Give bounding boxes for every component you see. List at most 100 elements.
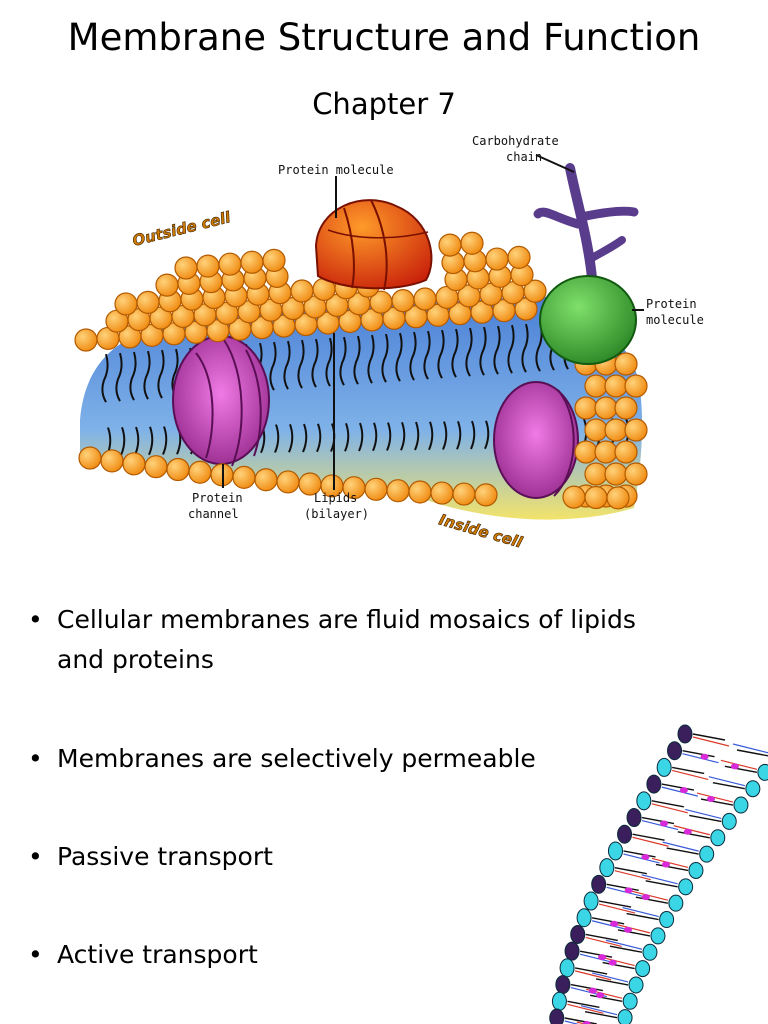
label-carbohydrate-2: chain <box>506 150 542 164</box>
bilayer-dot <box>623 926 632 933</box>
label-carbohydrate-1: Carbohydrate <box>472 134 559 148</box>
bilayer-dot <box>661 861 670 868</box>
bilayer-tail <box>579 950 613 958</box>
lipid-head <box>584 485 608 510</box>
lipid-head <box>594 440 618 464</box>
bilayer-head <box>591 874 607 894</box>
bilayer-tail <box>651 857 689 869</box>
protein-channel-right <box>493 381 579 499</box>
lipid-tail <box>437 329 445 379</box>
bilayer-tail <box>626 912 659 921</box>
bilayer-head <box>636 791 652 811</box>
bilayer-tail <box>692 736 730 747</box>
bilayer-tail <box>632 833 665 841</box>
bilayer-tail <box>682 750 715 758</box>
lipid-head <box>584 374 608 398</box>
lipid-tail <box>367 334 375 384</box>
bilayer-tail <box>622 906 659 918</box>
bilayer-tail <box>655 863 689 872</box>
membrane-diagram: Carbohydrate chain Protein molecule Prot… <box>74 134 704 552</box>
lipid-tail <box>101 353 109 403</box>
bullet-item: • Cellular membranes are fluid mosaics o… <box>28 600 708 680</box>
lipid-head <box>604 462 628 486</box>
bilayer-tail <box>696 792 734 803</box>
lipid-head <box>584 418 608 442</box>
bilayer-tail <box>672 766 705 775</box>
bilayer-tail <box>606 886 643 897</box>
bilayer-head <box>599 858 615 878</box>
bilayer-illustration <box>549 724 768 1024</box>
bilayer-tail <box>564 1017 597 1024</box>
bilayer-head <box>628 976 644 994</box>
lipid-tail <box>479 326 487 376</box>
bilayer-tail <box>614 866 647 875</box>
bilayer-tail <box>574 967 608 975</box>
bilayer-tail <box>641 874 678 885</box>
bilayer-tail <box>570 983 603 992</box>
bilayer-tail <box>712 782 745 790</box>
bilayer-dot <box>596 992 605 999</box>
bilayer-tail <box>585 933 618 942</box>
lipid-head <box>606 486 630 510</box>
bullet-item: • Passive transport <box>28 837 708 877</box>
bilayer-tail <box>623 853 660 864</box>
bilayer-tail <box>708 776 745 787</box>
bilayer-tail <box>623 850 656 858</box>
bullet-line: Membranes are selectively permeable <box>57 744 536 773</box>
lipid-tail <box>115 352 123 402</box>
bilayer-tail <box>672 769 709 780</box>
lipid-tail <box>302 423 308 453</box>
bilayer-head <box>668 894 684 912</box>
bilayer-tail <box>605 939 643 950</box>
lipid-tail <box>316 423 322 453</box>
bilayer-tail <box>662 841 699 852</box>
lipid-head <box>594 396 618 420</box>
bilayer-head <box>677 724 693 744</box>
lipid-tail <box>456 420 462 450</box>
bilayer-tail <box>613 923 651 934</box>
bilayer-head <box>617 824 633 844</box>
lipid-head <box>474 483 498 507</box>
bullet-symbol: • <box>28 940 43 969</box>
lipid-head <box>604 418 628 442</box>
bullet-symbol: • <box>28 605 43 634</box>
bilayer-head <box>650 927 666 945</box>
bilayer-head <box>583 891 599 911</box>
lipid-head <box>624 462 648 486</box>
bilayer-tail <box>590 994 623 1002</box>
bilayer-tail <box>574 970 612 981</box>
lipid-head <box>614 352 638 376</box>
bullet-symbol: • <box>28 744 43 773</box>
bilayer-head <box>667 741 683 761</box>
lipid-head <box>574 440 598 464</box>
lipid-head <box>624 418 648 442</box>
bilayer-head <box>757 763 768 781</box>
bilayer-dot <box>706 796 715 803</box>
label-protein-channel-1: Protein <box>192 491 243 505</box>
bilayer-tail <box>661 783 695 791</box>
bilayer-head <box>626 808 642 828</box>
lipid-tail <box>484 420 490 450</box>
bilayer-dot <box>730 763 739 770</box>
bilayer-tail <box>641 819 679 831</box>
lipid-tail <box>288 423 294 453</box>
lipid-head <box>584 462 608 486</box>
lipid-head <box>604 374 628 398</box>
bilayer-tail <box>591 972 629 983</box>
lipid-tail <box>465 327 473 377</box>
bilayer-tail <box>631 890 669 901</box>
bilayer-tail <box>700 798 734 806</box>
bullet-line: Active transport <box>57 940 258 969</box>
lipid-head <box>507 245 531 269</box>
bilayer-dot <box>624 887 633 894</box>
bilayer-dot <box>608 959 617 966</box>
lipid-tail <box>148 426 154 456</box>
bilayer-dot <box>679 787 688 794</box>
bilayer-head <box>745 780 761 798</box>
label-protein-molecule-top: Protein molecule <box>278 163 394 177</box>
bilayer-head <box>564 941 580 961</box>
lipid-tail <box>344 422 350 452</box>
bullet-symbol: • <box>28 842 43 871</box>
lipid-tail <box>409 331 417 381</box>
bilayer-head <box>659 911 675 929</box>
